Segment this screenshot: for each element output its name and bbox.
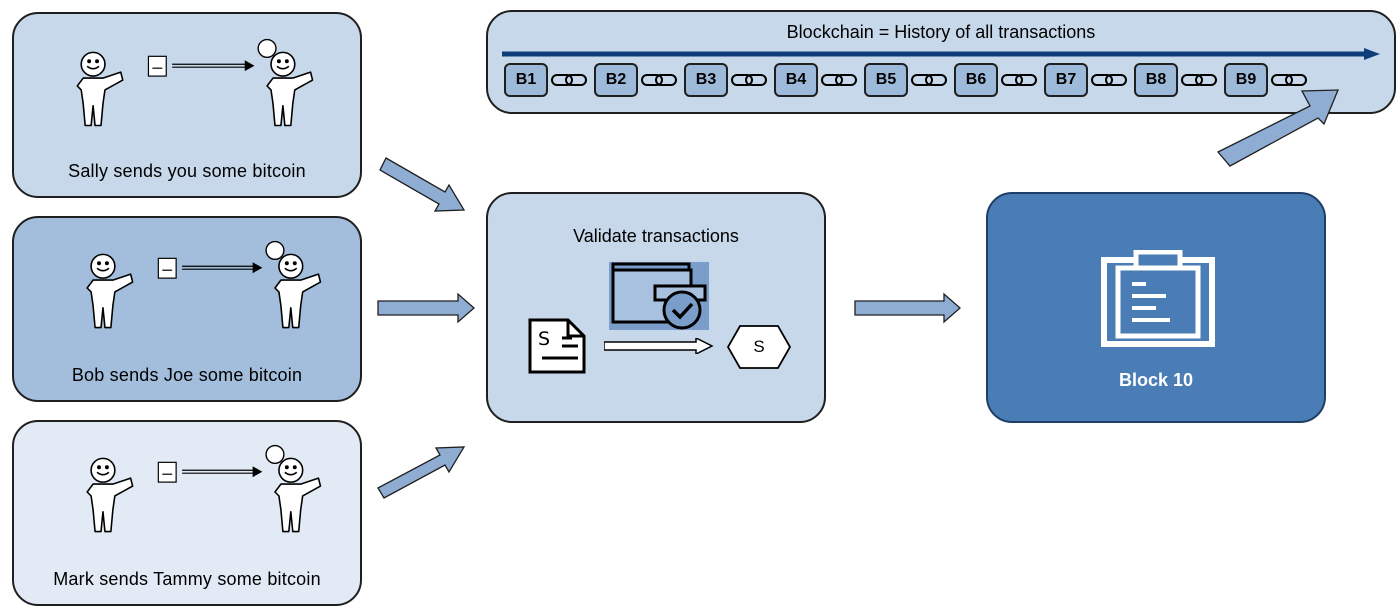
arrow-bob-to-validate-icon xyxy=(377,292,475,324)
arrow-validate-to-block-icon xyxy=(854,292,961,324)
block-b4: B4 xyxy=(774,63,818,97)
block-b7: B7 xyxy=(1044,63,1088,97)
chain-link-icon xyxy=(911,74,947,86)
validate-title: Validate transactions xyxy=(573,226,739,246)
chain-link-icon xyxy=(641,74,677,86)
blockchain-panel: Blockchain = History of all transactions… xyxy=(486,10,1396,114)
new-block-label: Block 10 xyxy=(1118,370,1194,390)
block-b5: B5 xyxy=(864,63,908,97)
timeline-arrow-icon xyxy=(502,48,1380,60)
transaction-label: Bob sends Joe some bitcoin xyxy=(71,365,303,385)
block-b9: B9 xyxy=(1224,63,1268,97)
chain-link-icon xyxy=(1001,74,1037,86)
block-b1: B1 xyxy=(504,63,548,97)
chain-link-icon xyxy=(731,74,767,86)
wallet-check-icon xyxy=(609,262,709,330)
chain-link-icon xyxy=(821,74,857,86)
arrow-mark-to-validate-icon xyxy=(377,446,466,499)
document-symbol: S xyxy=(538,328,551,350)
block-b8: B8 xyxy=(1134,63,1178,97)
coin-icon xyxy=(726,325,792,369)
clipboard-icon xyxy=(1101,250,1215,347)
transfer-arrow-icon xyxy=(604,338,714,354)
transaction-panel-mark: Mark sends Tammy some bitcoin xyxy=(12,420,362,606)
transaction-illustration xyxy=(86,240,322,329)
chain-link-icon xyxy=(1091,74,1127,86)
transaction-illustration xyxy=(86,444,322,533)
block-b6: B6 xyxy=(954,63,998,97)
transaction-illustration xyxy=(76,38,314,127)
transaction-panel-bob: Bob sends Joe some bitcoin xyxy=(12,216,362,402)
transaction-label: Mark sends Tammy some bitcoin xyxy=(53,569,321,589)
validate-panel: Validate transactions S S xyxy=(486,192,826,423)
chain-link-icon xyxy=(551,74,587,86)
document-icon xyxy=(528,318,586,374)
block-b3: B3 xyxy=(684,63,728,97)
block-b2: B2 xyxy=(594,63,638,97)
blockchain-title: Blockchain = History of all transactions xyxy=(786,22,1096,42)
arrow-sally-to-validate-icon xyxy=(379,157,466,212)
new-block-panel: Block 10 xyxy=(986,192,1326,423)
coin-symbol: S xyxy=(753,337,765,356)
chain-link-icon xyxy=(1271,74,1307,86)
chain-link-icon xyxy=(1181,74,1217,86)
transaction-label: Sally sends you some bitcoin xyxy=(68,161,306,181)
transaction-panel-sally: Sally sends you some bitcoin xyxy=(12,12,362,198)
